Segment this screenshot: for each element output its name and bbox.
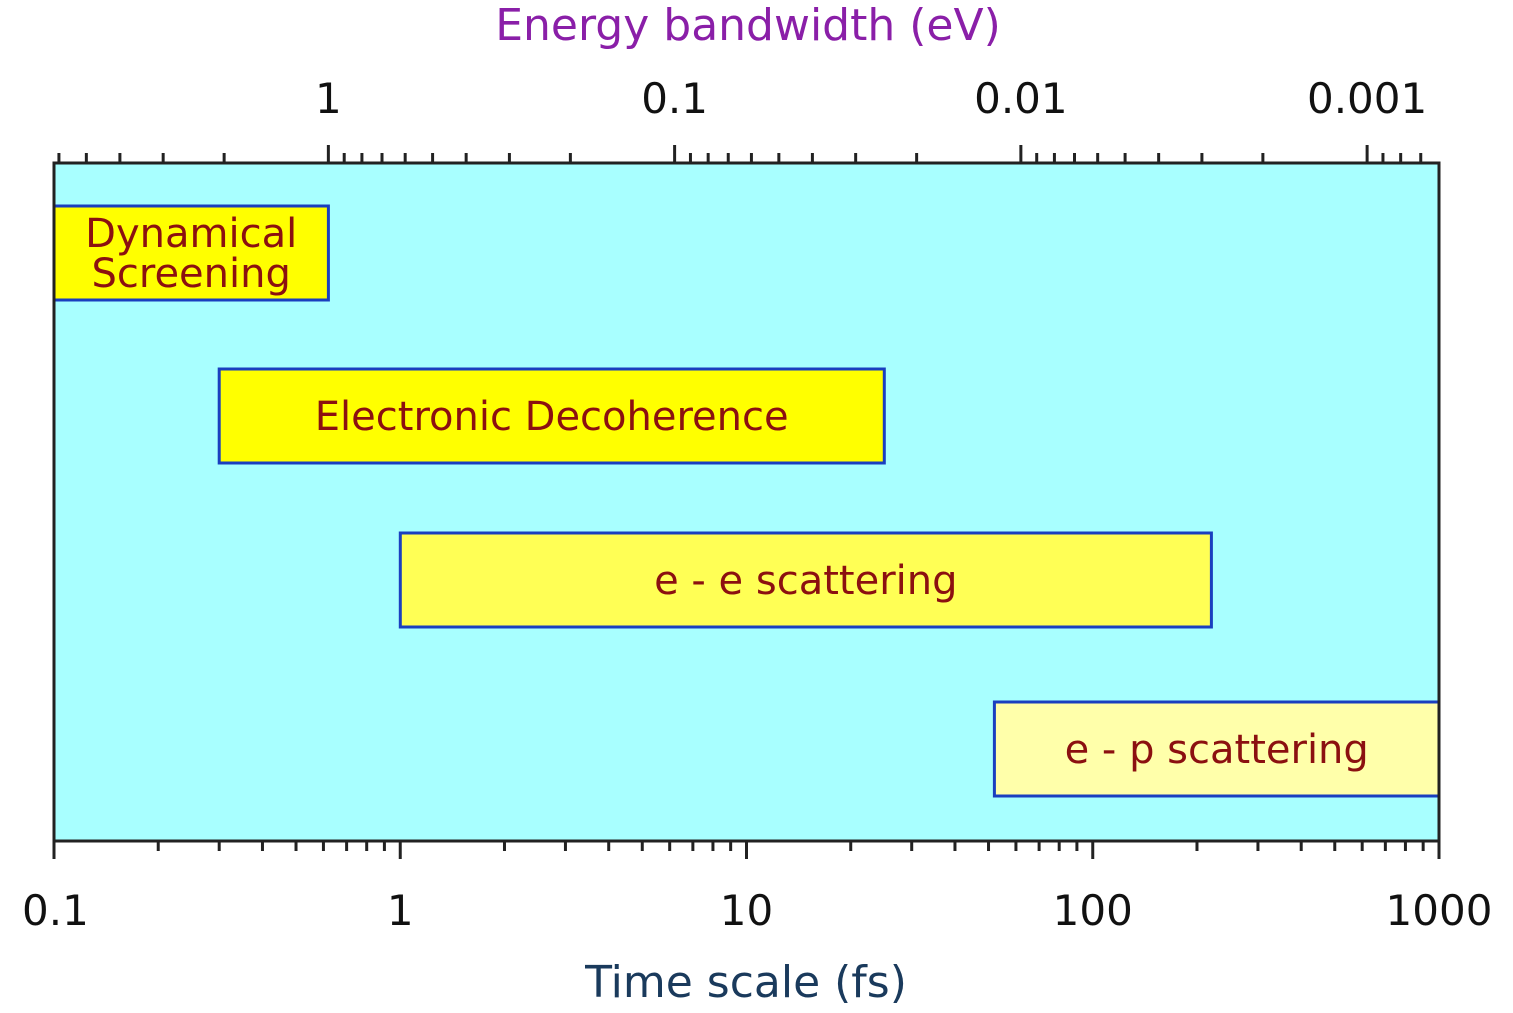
bar-label: e - e scattering (654, 558, 957, 604)
top-axis-title: Energy bandwidth (eV) (495, 0, 1001, 51)
bar-label: Dynamical (85, 211, 297, 257)
top-tick-label: 1 (315, 74, 342, 123)
bar-3 (398, 531, 1213, 629)
bottom-tick-label: 0.1 (22, 886, 89, 935)
top-tick-label: 0.01 (974, 74, 1068, 123)
bar-1 (52, 204, 330, 302)
bottom-tick-label: 1000 (1386, 886, 1493, 935)
bottom-axis-title: Time scale (fs) (584, 957, 907, 1008)
bottom-tick-label: 10 (720, 886, 773, 935)
bottom-tick-label: 1 (387, 886, 414, 935)
top-axis-ticks: 1 0.1 0.01 0.001 (57, 74, 1427, 163)
bar-2 (217, 367, 886, 465)
bar-label: e - p scattering (1065, 727, 1369, 773)
bar-label: Electronic Decoherence (315, 394, 789, 440)
top-tick-label: 0.001 (1307, 74, 1427, 123)
bar-label: Screening (92, 251, 291, 297)
top-tick-label: 0.1 (641, 74, 708, 123)
bottom-axis-ticks: 0.1 1 10 100 1000 (22, 841, 1492, 935)
bottom-tick-label: 100 (1053, 886, 1133, 935)
bar-4 (992, 700, 1441, 798)
